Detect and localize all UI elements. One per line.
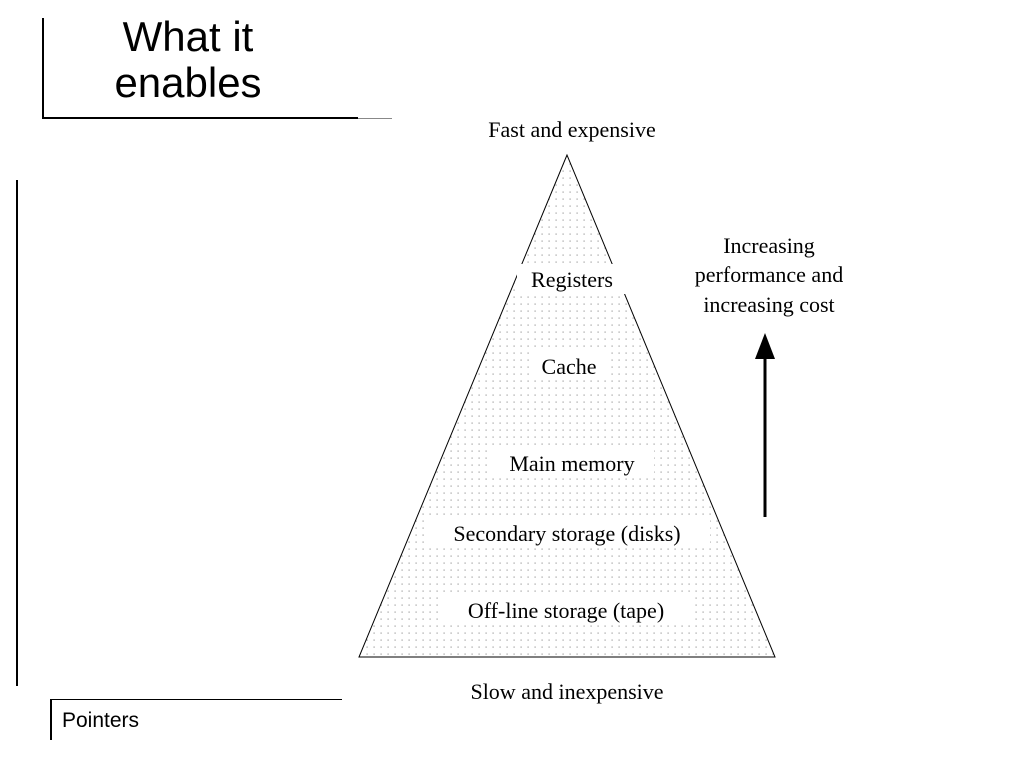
main-memory-label-backing [490, 449, 654, 477]
footer-left-rule [50, 700, 52, 740]
footer-section-label: Pointers [62, 709, 140, 732]
footer-top-rule [50, 699, 342, 700]
arrow-caption-line-1: Increasing [723, 233, 815, 258]
pyramid-shape [358, 153, 776, 658]
title-frame-left-rule [42, 18, 44, 118]
level-offline-storage: Off-line storage (tape) [468, 598, 664, 623]
slide-title-line-1: What it [122, 13, 254, 60]
level-secondary-storage: Secondary storage (disks) [453, 521, 680, 546]
up-arrow-icon [755, 333, 775, 359]
content-left-rule [16, 180, 18, 686]
secondary-storage-label-backing [424, 518, 710, 548]
title-frame-bottom-rule-extension [358, 118, 392, 119]
arrow-caption-line-2: performance and [695, 262, 843, 287]
level-cache: Cache [542, 354, 597, 379]
offline-storage-label-backing [440, 595, 692, 625]
pyramid-bottom-label: Slow and inexpensive [470, 679, 663, 704]
title-frame-bottom-rule [42, 117, 358, 119]
slide-title-line-2: enables [114, 59, 262, 106]
registers-label-backing [517, 264, 627, 294]
arrow-caption-line-3: increasing cost [703, 292, 834, 317]
slide-title: What it enables [70, 14, 306, 106]
cache-label-backing [530, 352, 608, 380]
level-main-memory: Main memory [509, 451, 634, 476]
pyramid-top-label: Fast and expensive [488, 117, 655, 142]
level-registers: Registers [531, 267, 613, 292]
